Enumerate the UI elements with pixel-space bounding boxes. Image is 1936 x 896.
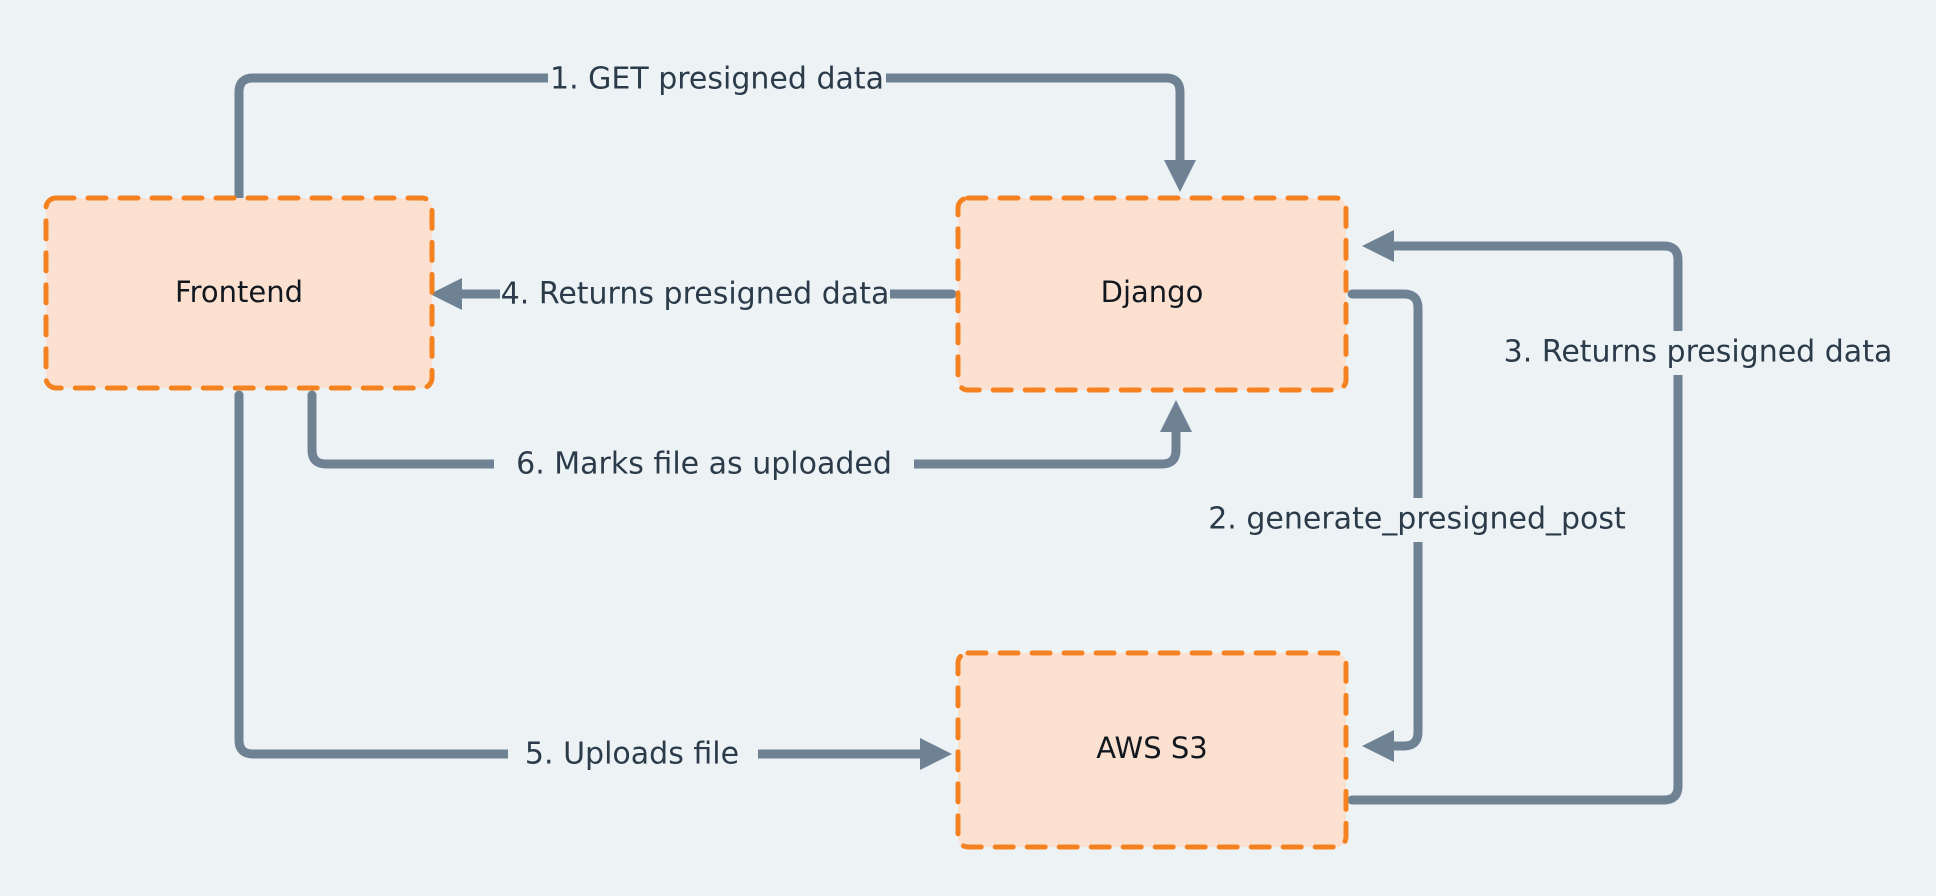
edge-5-arrowhead [920, 738, 952, 770]
edge-6-label-backdrop [494, 443, 914, 487]
node-django[interactable]: Django [955, 195, 1349, 393]
node-aws-s3-label: AWS S3 [1096, 731, 1207, 765]
edge-6-arrowhead [1160, 400, 1192, 432]
edge-3-label-backdrop [1470, 331, 1926, 375]
edge-2-label: 2. generate_presigned_post [1208, 502, 1626, 537]
node-frontend-box [43, 195, 435, 391]
edge-4-arrowhead [430, 278, 462, 310]
node-frontend[interactable]: Frontend [43, 195, 435, 391]
edge-5-uploads-file[interactable]: 5. Uploads file [234, 390, 952, 777]
edge-3-arrowhead [1362, 230, 1394, 262]
node-django-box [955, 195, 1349, 393]
node-aws-s3-box [955, 650, 1349, 850]
node-django-label: Django [1101, 275, 1204, 309]
edge-4-label: 4. Returns presigned data [501, 277, 890, 312]
edge-2-arrowhead [1362, 730, 1394, 762]
edge-3-returns-presigned-data[interactable]: 3. Returns presigned data [1347, 230, 1926, 805]
edge-4-returns-presigned-data[interactable]: 4. Returns presigned data [430, 273, 957, 315]
edge-3-path [1347, 241, 1683, 805]
edge-1-arrowhead [1164, 160, 1196, 192]
edge-4-label-backdrop [500, 273, 890, 315]
edge-1-get-presigned-data[interactable]: 1. GET presigned data [234, 58, 1196, 203]
edge-5-label: 5. Uploads file [525, 737, 739, 772]
node-frontend-label: Frontend [175, 275, 303, 309]
edge-2-generate-presigned-post[interactable]: 2. generate_presigned_post [1184, 289, 1650, 762]
edge-6-label: 6. Marks file as uploaded [516, 447, 892, 482]
edge-5-path [234, 390, 935, 759]
edge-6-marks-file-as-uploaded[interactable]: 6. Marks file as uploaded [307, 390, 1192, 487]
edge-1-label-backdrop [548, 58, 886, 100]
edge-3-label: 3. Returns presigned data [1504, 335, 1893, 370]
edge-1-label: 1. GET presigned data [550, 62, 884, 97]
edge-5-label-backdrop [508, 733, 758, 777]
node-aws-s3[interactable]: AWS S3 [955, 650, 1349, 850]
edge-2-label-backdrop [1184, 498, 1650, 542]
